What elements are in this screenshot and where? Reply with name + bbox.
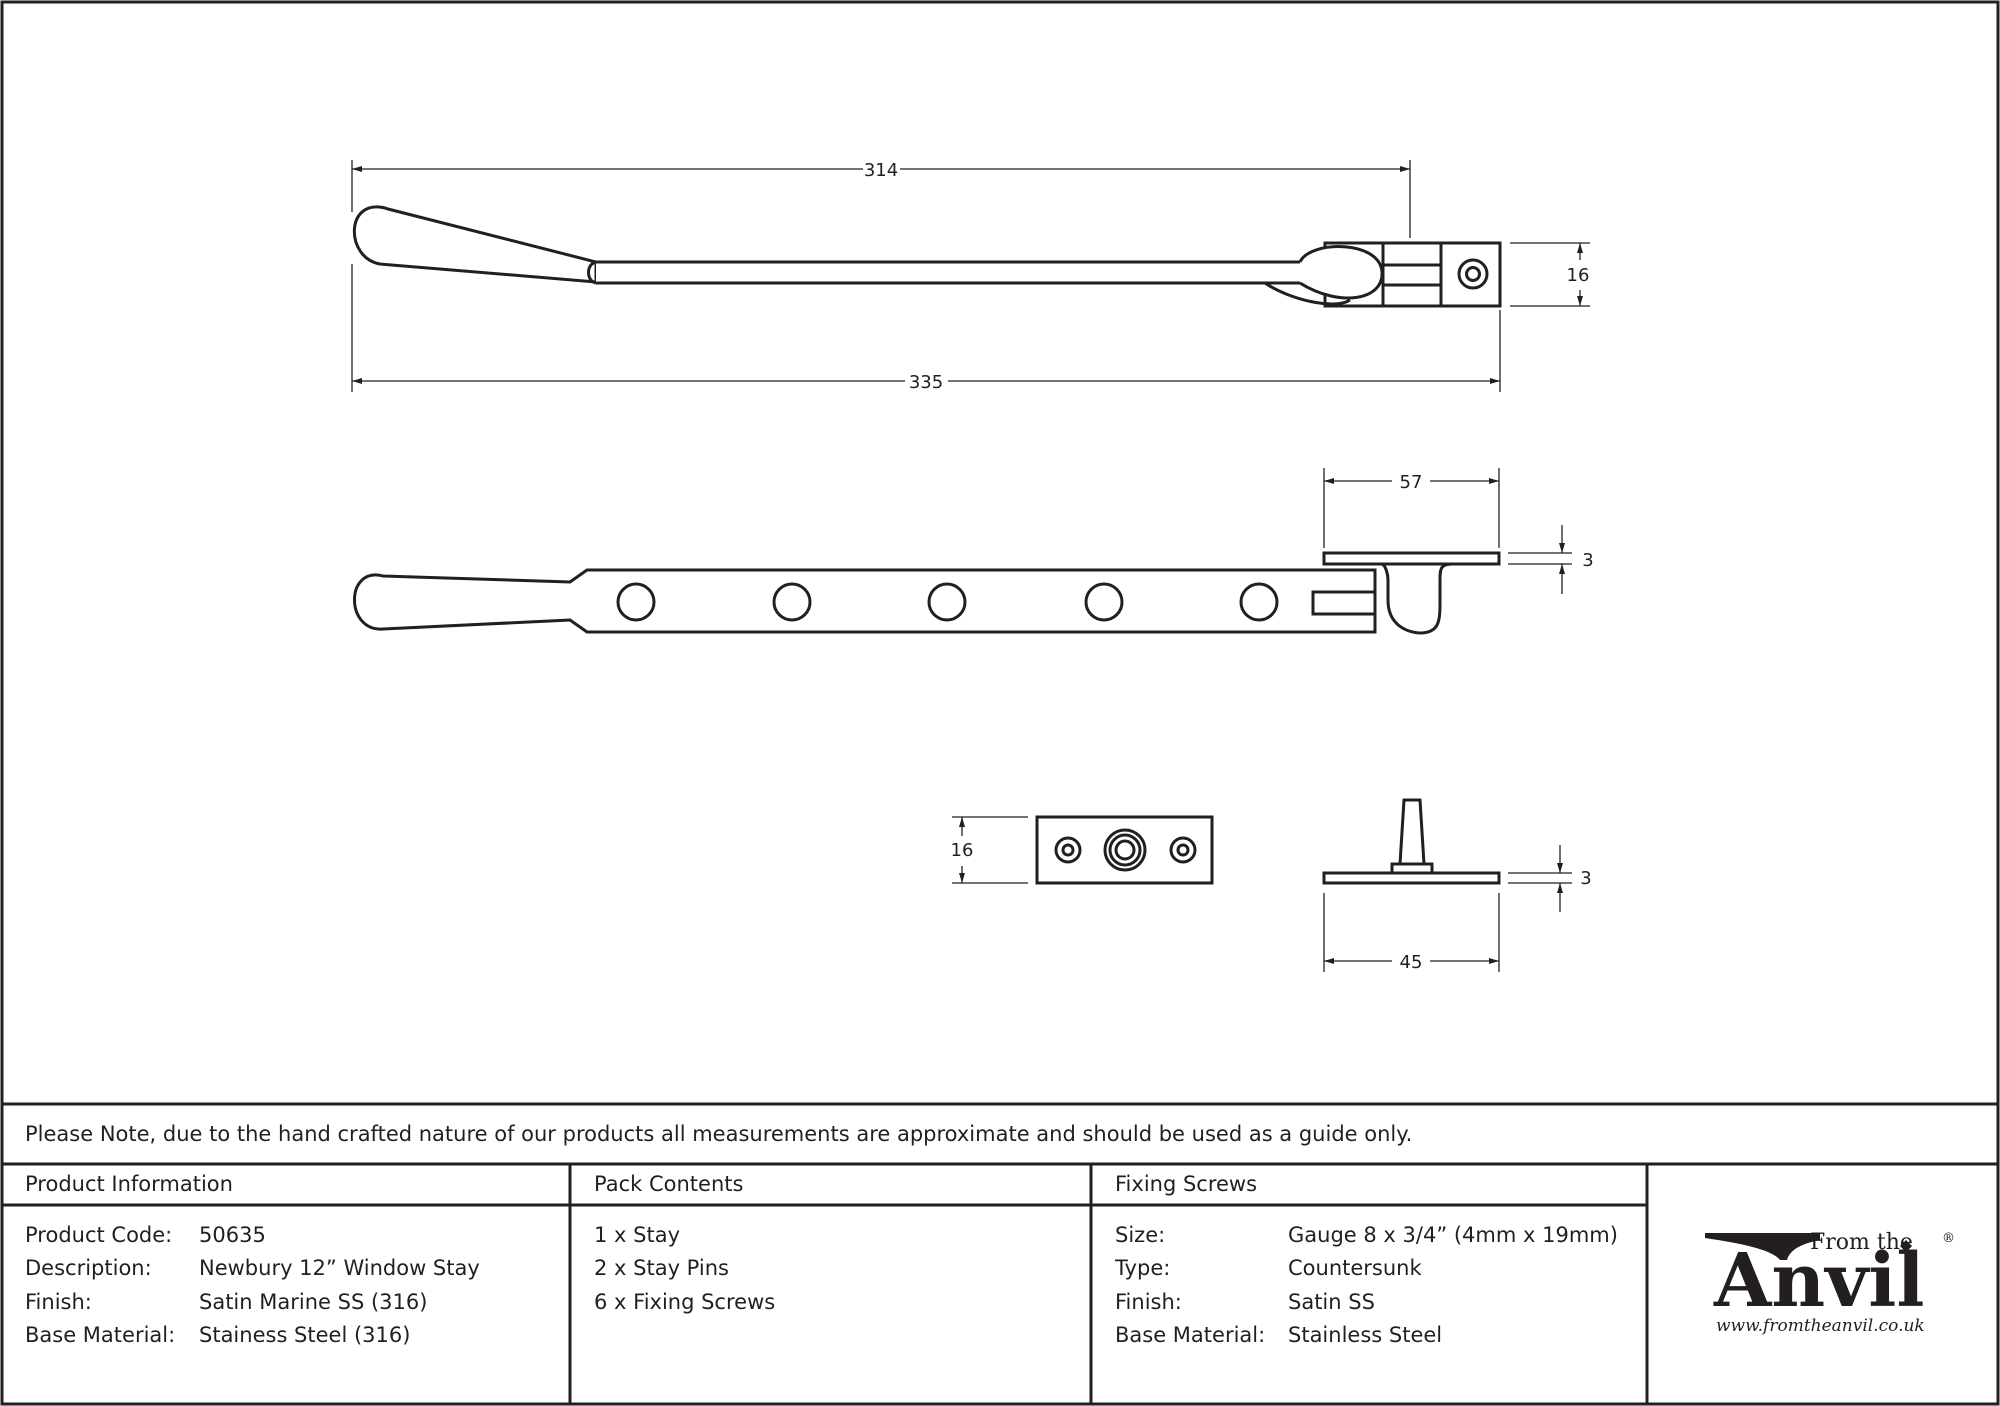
measurement-note: Please Note, due to the hand crafted nat… xyxy=(25,1122,1413,1146)
description-value: Newbury 12” Window Stay xyxy=(199,1256,480,1280)
product-code-value: 50635 xyxy=(199,1223,266,1247)
dim-label-16-plate: 16 xyxy=(951,840,974,861)
pack-contents-header: Pack Contents xyxy=(594,1172,744,1196)
product-info-header: Product Information xyxy=(25,1172,233,1196)
screw-finish-value: Satin SS xyxy=(1288,1290,1375,1314)
logo-registered: ® xyxy=(1942,1231,1955,1246)
logo-diamond-icon xyxy=(1900,1240,1912,1252)
dimension-lines-top xyxy=(351,160,1590,392)
stay-side-view xyxy=(353,551,1501,635)
pin-plate-top-view xyxy=(1035,815,1214,885)
logo-brand: Anvil xyxy=(1713,1238,1924,1324)
product-code-label: Product Code: xyxy=(25,1223,173,1247)
dim-label-335: 335 xyxy=(909,372,943,393)
screw-type-label: Type: xyxy=(1115,1256,1171,1280)
fixing-screws-header: Fixing Screws xyxy=(1115,1172,1258,1196)
dim-label-16-top: 16 xyxy=(1567,265,1590,286)
pack-item: 1 x Stay xyxy=(594,1223,680,1247)
screw-material-label: Base Material: xyxy=(1115,1323,1266,1347)
logo-url[interactable]: www.fromtheanvil.co.uk xyxy=(1716,1316,1925,1336)
anvil-logo-icon xyxy=(1705,1233,1820,1260)
dim-label-3-pin: 3 xyxy=(1580,868,1591,889)
dimension-lines-pin xyxy=(1323,845,1572,972)
screw-type-value: Countersunk xyxy=(1288,1256,1422,1280)
screw-material-value: Stainless Steel xyxy=(1288,1323,1443,1347)
dim-label-57: 57 xyxy=(1400,472,1423,493)
dim-label-3-side: 3 xyxy=(1582,550,1593,571)
screw-size-value: Gauge 8 x 3/4” (4mm x 19mm) xyxy=(1288,1223,1618,1247)
stay-pin-side-view xyxy=(1322,798,1501,885)
base-material-label: Base Material: xyxy=(25,1323,176,1347)
description-label: Description: xyxy=(25,1256,152,1280)
screw-size-label: Size: xyxy=(1115,1223,1166,1247)
pack-item: 6 x Fixing Screws xyxy=(594,1290,776,1314)
dimension-lines-plate xyxy=(952,816,1028,884)
finish-label: Finish: xyxy=(25,1290,92,1314)
dim-label-45: 45 xyxy=(1400,952,1423,973)
stay-top-view xyxy=(352,205,1502,308)
logo-from-the: From the xyxy=(1810,1230,1913,1255)
base-material-value: Stainess Steel (316) xyxy=(199,1323,411,1347)
finish-value: Satin Marine SS (316) xyxy=(199,1290,428,1314)
info-table-grid xyxy=(2,1102,1998,1404)
dimension-lines-side xyxy=(1323,468,1572,594)
screw-finish-label: Finish: xyxy=(1115,1290,1182,1314)
dim-label-314: 314 xyxy=(864,160,898,181)
pack-item: 2 x Stay Pins xyxy=(594,1256,729,1280)
